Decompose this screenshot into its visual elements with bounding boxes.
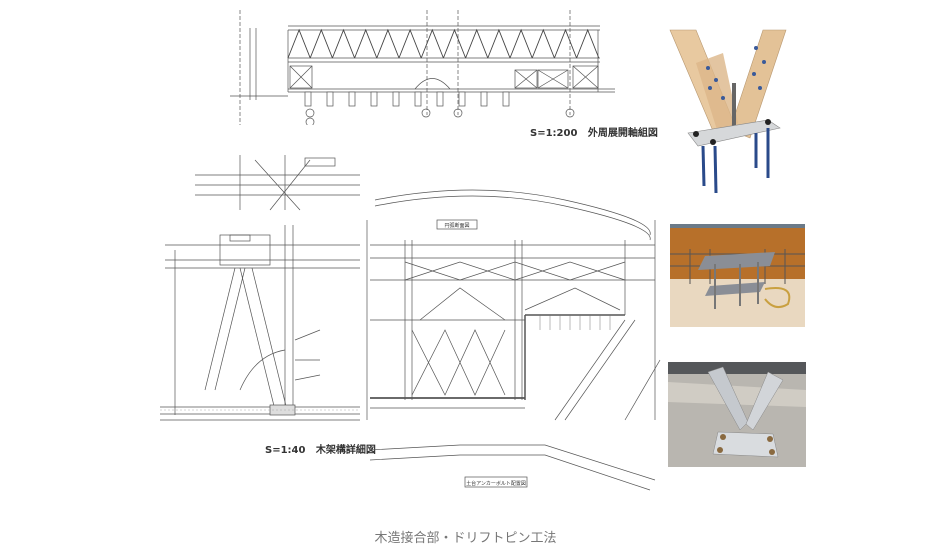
pier — [370, 91, 378, 107]
elevation-scale: S=1:200 — [530, 128, 578, 139]
truss-diagonals — [287, 28, 600, 59]
pier — [392, 91, 400, 107]
section-label: 円弧断面図 — [444, 222, 469, 229]
pier — [502, 91, 510, 107]
pier — [348, 91, 356, 107]
elevation-title-text: 外周展開軸組図 — [587, 128, 658, 139]
elevation-title: S=1:200 外周展開軸組図 — [530, 124, 658, 139]
pier — [458, 91, 466, 107]
section-drawing: 円弧断面図 土台アンカーボルト配置図 — [366, 189, 661, 491]
figure-caption: 木造接合部・ドリフトピン工法 — [374, 531, 557, 546]
pier — [480, 91, 488, 107]
detail-scale: S=1:40 — [265, 445, 306, 456]
pier — [326, 91, 334, 107]
detail-title-text: 木架構詳細図 — [315, 445, 376, 456]
pier — [436, 91, 444, 107]
anchor-bolt-frame-photo — [670, 224, 805, 327]
detail-drawing — [160, 155, 360, 421]
detail-title: S=1:40 木架構詳細図 — [265, 441, 376, 456]
pier — [304, 91, 312, 107]
drift-pin-joint-3d-render — [669, 29, 787, 193]
pier — [414, 91, 422, 107]
steel-v-bracket-photo — [668, 362, 806, 467]
elevation-drawing — [230, 10, 615, 125]
anchor-plan-label: 土台アンカーボルト配置図 — [466, 480, 526, 487]
